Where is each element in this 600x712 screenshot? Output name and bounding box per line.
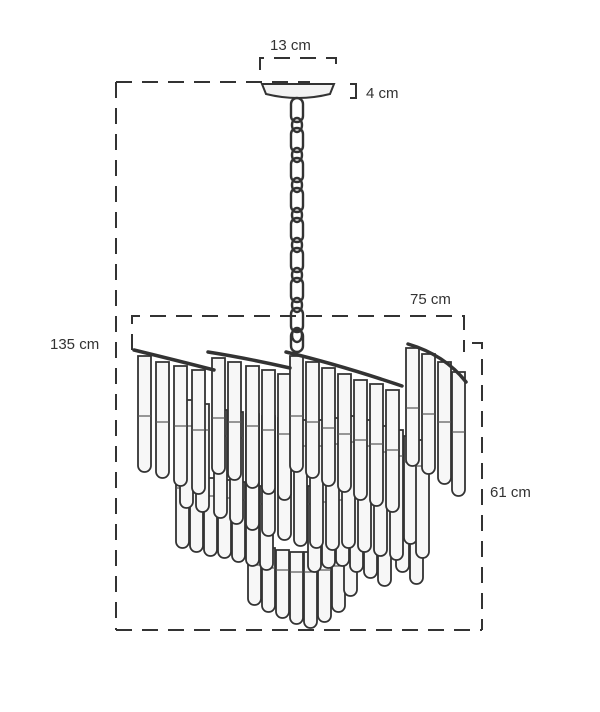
body-height-label: 61 cm bbox=[490, 484, 531, 501]
glass-rod bbox=[137, 355, 152, 473]
canopy-width-label: 13 cm bbox=[270, 37, 311, 54]
chain-link bbox=[290, 176, 304, 194]
glass-rod bbox=[277, 373, 292, 501]
body-height-bracket bbox=[472, 342, 483, 630]
chain-link bbox=[290, 296, 304, 314]
chain-link bbox=[290, 146, 304, 164]
chain-link bbox=[290, 116, 304, 134]
canopy-height-bracket bbox=[350, 83, 357, 99]
glass-rod bbox=[385, 389, 400, 513]
glass-rod bbox=[405, 347, 420, 467]
chain-link bbox=[289, 276, 305, 304]
glass-rod bbox=[369, 383, 384, 507]
glass-rod bbox=[227, 361, 242, 481]
body-width-label: 75 cm bbox=[410, 291, 451, 308]
chain-link bbox=[289, 156, 305, 184]
chain-link bbox=[290, 236, 304, 254]
suspension-chain bbox=[289, 96, 305, 354]
glass-rods bbox=[137, 347, 466, 629]
glass-rod bbox=[211, 357, 226, 475]
chain-link bbox=[290, 206, 304, 224]
chain-link bbox=[290, 266, 304, 284]
glass-rod bbox=[337, 373, 352, 493]
canopy-height-label: 4 cm bbox=[366, 85, 399, 102]
glass-rod bbox=[261, 369, 276, 495]
chain-link bbox=[289, 96, 305, 124]
glass-rod bbox=[451, 371, 466, 497]
glass-rod bbox=[305, 361, 320, 479]
total-height-label: 135 cm bbox=[50, 336, 99, 353]
frame-rail bbox=[132, 348, 216, 372]
glass-rod bbox=[437, 361, 452, 485]
canopy bbox=[260, 83, 336, 99]
glass-rod bbox=[289, 355, 304, 473]
glass-rod bbox=[275, 549, 290, 619]
glass-rod bbox=[289, 551, 304, 625]
canopy-width-bracket bbox=[259, 57, 337, 70]
chain-link bbox=[289, 328, 305, 354]
glass-rod bbox=[191, 369, 206, 495]
glass-rod bbox=[321, 367, 336, 487]
glass-rod bbox=[245, 365, 260, 489]
glass-rod bbox=[155, 361, 170, 479]
chain-link bbox=[289, 246, 305, 274]
frame-rails bbox=[132, 342, 468, 388]
frame-rail bbox=[284, 350, 404, 388]
chain-link bbox=[289, 126, 305, 154]
frame-rail bbox=[206, 350, 292, 370]
chain-link bbox=[289, 306, 305, 334]
chain-link bbox=[289, 216, 305, 244]
frame-rail bbox=[406, 342, 468, 384]
chain-link bbox=[289, 186, 305, 214]
